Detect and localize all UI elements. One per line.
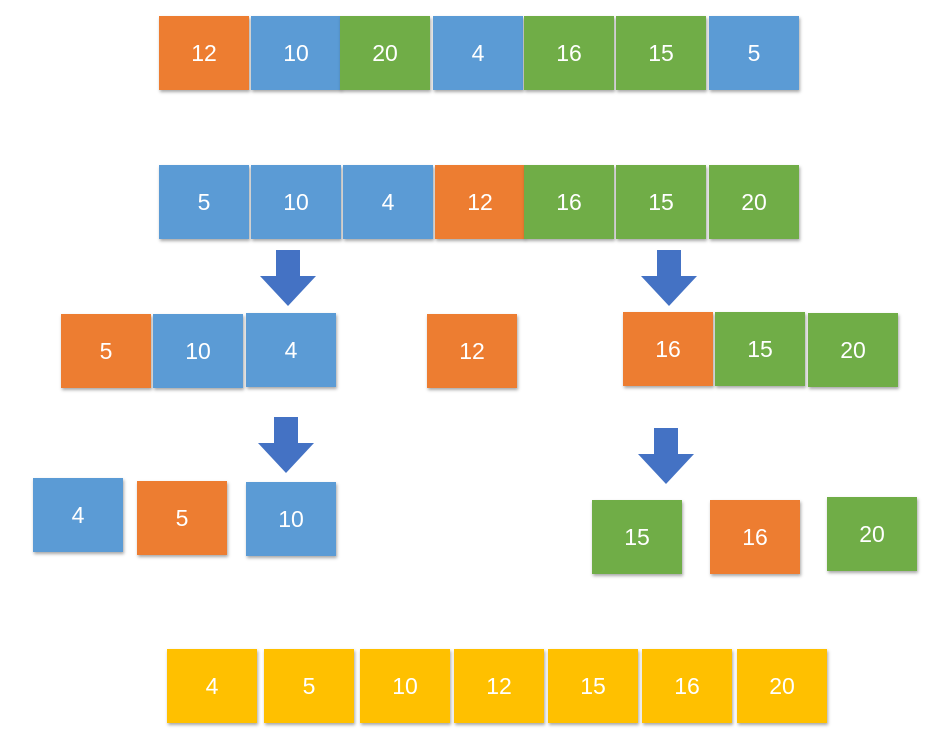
down-arrow-icon [638, 428, 694, 484]
right-sub-cell-2: 15 [715, 312, 805, 386]
result-cell-6: 16 [642, 649, 732, 723]
left-sub-cell-2: 10 [153, 314, 243, 388]
down-arrow-icon [260, 250, 316, 306]
result-cell-3: 10 [360, 649, 450, 723]
input-cell-3: 20 [340, 16, 430, 90]
input-cell-6: 15 [616, 16, 706, 90]
partitioned-cell-5: 16 [524, 165, 614, 239]
result-cell-2: 5 [264, 649, 354, 723]
right-sorted-cell-1: 15 [592, 500, 682, 574]
left-sorted-cell-3: 10 [246, 482, 336, 556]
input-cell-1: 12 [159, 16, 249, 90]
input-cell-7: 5 [709, 16, 799, 90]
down-arrow-icon [258, 417, 314, 473]
left-sorted-cell-2: 5 [137, 481, 227, 555]
partitioned-cell-7: 20 [709, 165, 799, 239]
pivot-cell: 12 [427, 314, 517, 388]
result-cell-4: 12 [454, 649, 544, 723]
result-cell-7: 20 [737, 649, 827, 723]
left-sorted-cell-1: 4 [33, 478, 123, 552]
right-sub-cell-3: 20 [808, 313, 898, 387]
down-arrow-icon [641, 250, 697, 306]
partitioned-cell-4: 12 [435, 165, 525, 239]
partitioned-cell-1: 5 [159, 165, 249, 239]
left-sub-cell-1: 5 [61, 314, 151, 388]
result-cell-5: 15 [548, 649, 638, 723]
result-cell-1: 4 [167, 649, 257, 723]
right-sorted-cell-2: 16 [710, 500, 800, 574]
input-cell-4: 4 [433, 16, 523, 90]
right-sub-cell-1: 16 [623, 312, 713, 386]
partitioned-cell-6: 15 [616, 165, 706, 239]
right-sorted-cell-3: 20 [827, 497, 917, 571]
input-cell-2: 10 [251, 16, 341, 90]
input-cell-5: 16 [524, 16, 614, 90]
partitioned-cell-3: 4 [343, 165, 433, 239]
left-sub-cell-3: 4 [246, 313, 336, 387]
partitioned-cell-2: 10 [251, 165, 341, 239]
